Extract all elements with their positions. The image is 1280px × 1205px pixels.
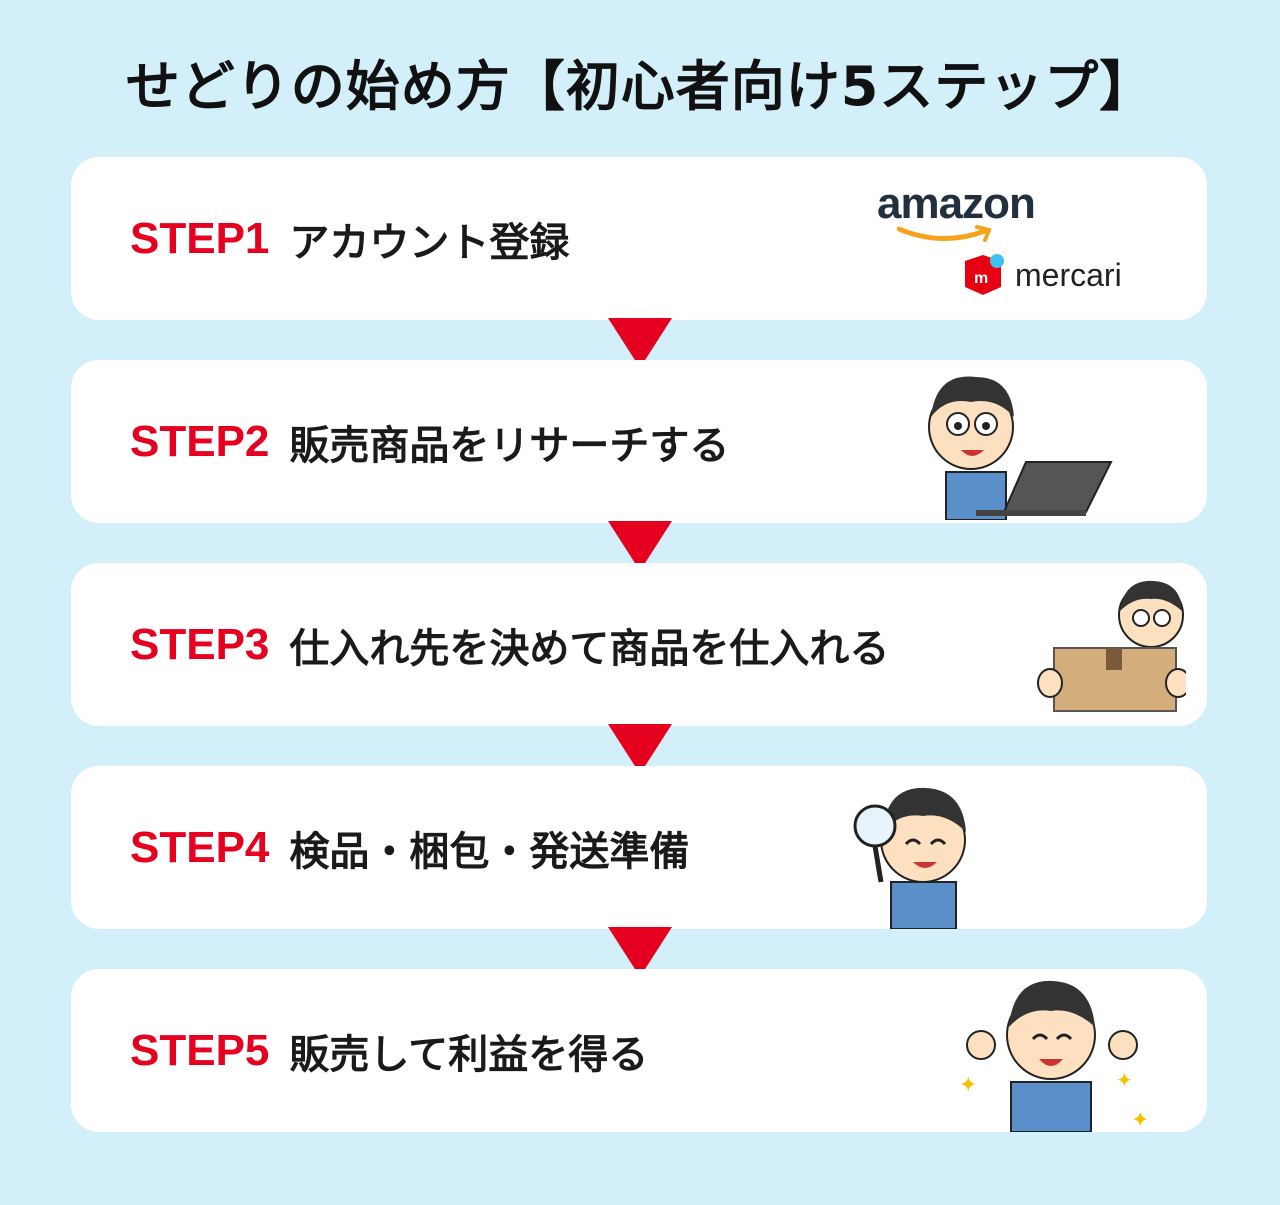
amazon-smile-icon [897, 225, 992, 242]
amazon-logo: amazon [877, 179, 1036, 242]
step-card-1: STEP1 アカウント登録 amazon m mercari [71, 157, 1207, 320]
cheering-man-illustration: ✦ ✦ ✦ [959, 980, 1149, 1132]
down-arrow-icon [608, 927, 672, 977]
sparkle-icon: ✦ [959, 1073, 977, 1098]
sparkle-icon: ✦ [1116, 1068, 1133, 1092]
page-title: せどりの始め方【初心者向け5ステップ】 [125, 55, 1155, 118]
down-arrow-icon [608, 318, 672, 368]
man-with-laptop-illustration [928, 376, 1113, 520]
step-text: 販売商品をリサーチする [289, 422, 730, 469]
amazon-logo-text: amazon [877, 179, 1036, 228]
step-number: STEP5 [130, 1025, 270, 1075]
step-number: STEP4 [130, 822, 270, 872]
step-text: 仕入れ先を決めて商品を仕入れる [289, 625, 890, 672]
step-text: アカウント登録 [289, 219, 570, 266]
step-text: 販売して利益を得る [289, 1031, 649, 1078]
mercari-box-icon: m [965, 254, 1004, 295]
step-text: 検品・梱包・発送準備 [289, 828, 690, 875]
step-5: STEP5 販売して利益を得る [130, 969, 648, 1132]
mercari-logo-text: mercari [1015, 256, 1122, 293]
sparkle-icon: ✦ [1131, 1108, 1149, 1132]
down-arrow-icon [608, 521, 672, 571]
step-card-2: STEP2 販売商品をリサーチする [71, 360, 1207, 523]
svg-text:m: m [974, 270, 988, 287]
step-number: STEP2 [130, 416, 270, 466]
man-with-box-illustration [1037, 580, 1186, 712]
step-2: STEP2 販売商品をリサーチする [130, 360, 729, 523]
step-number: STEP3 [130, 619, 270, 669]
man-with-magnifier-illustration [853, 787, 966, 929]
step-card-3: STEP3 仕入れ先を決めて商品を仕入れる [71, 563, 1207, 726]
step-card-5: STEP5 販売して利益を得る ✦ ✦ ✦ [71, 969, 1207, 1132]
step-4: STEP4 検品・梱包・発送準備 [130, 766, 689, 929]
step-3: STEP3 仕入れ先を決めて商品を仕入れる [130, 563, 889, 726]
step-number: STEP1 [130, 213, 270, 263]
step-card-4: STEP4 検品・梱包・発送準備 [71, 766, 1207, 929]
mercari-logo: m mercari [961, 253, 1122, 297]
down-arrow-icon [608, 724, 672, 774]
step-1: STEP1 アカウント登録 [130, 157, 569, 320]
